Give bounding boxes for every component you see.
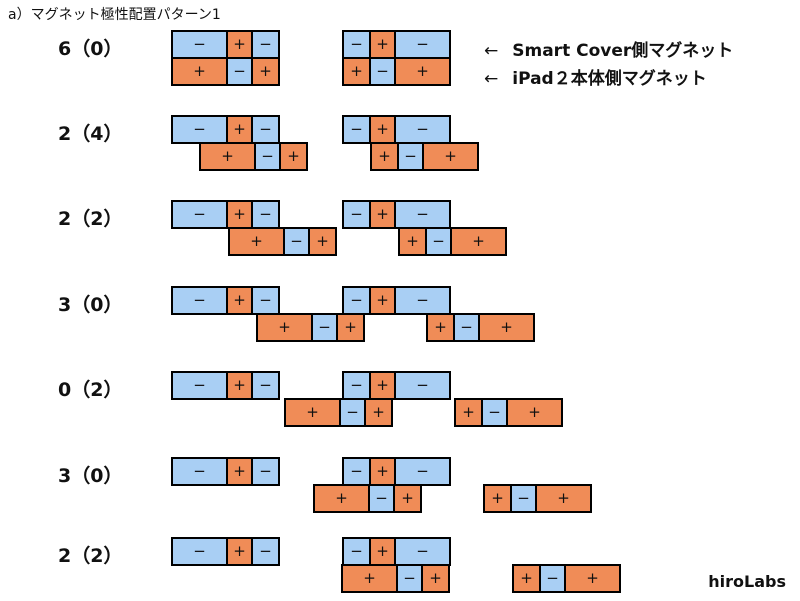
magnet-body-left-seg: + — [336, 313, 365, 342]
magnet-body-left-seg: + — [341, 564, 398, 593]
magnet-cover-right-seg: + — [369, 200, 396, 229]
row-label: 0（2） — [58, 379, 123, 401]
magnet-body-left-seg: − — [311, 313, 338, 342]
magnet-cover-right-seg: − — [342, 30, 371, 59]
magnet-body-right-seg: + — [394, 57, 451, 86]
magnet-body-left-seg: + — [171, 57, 228, 86]
magnet-cover-right-seg: − — [342, 537, 371, 566]
magnet-body-left-seg: + — [313, 484, 370, 513]
magnet-body-left-seg: + — [421, 564, 450, 593]
magnet-body-right-seg: − — [397, 142, 424, 171]
magnet-cover-right-seg: + — [369, 371, 396, 400]
magnet-body-left-seg: + — [279, 142, 308, 171]
magnet-body-left-seg: − — [396, 564, 423, 593]
magnet-body-right-seg: − — [510, 484, 537, 513]
magnet-cover-left-seg: − — [171, 200, 228, 229]
brand-logo: hiroLabs — [708, 572, 786, 591]
magnet-cover-right-seg: − — [394, 30, 451, 59]
magnet-body-right-seg: + — [370, 142, 399, 171]
arrow-left-icon: ← — [484, 41, 499, 61]
magnet-cover-right-seg: − — [342, 371, 371, 400]
magnet-body-right-seg: + — [426, 313, 455, 342]
magnet-cover-left-seg: + — [226, 371, 253, 400]
magnet-body-left-seg: + — [308, 227, 337, 256]
magnet-body-left-seg: + — [256, 313, 313, 342]
magnet-body-right-seg: + — [506, 398, 563, 427]
magnet-cover-right-seg: + — [369, 30, 396, 59]
magnet-cover-right-seg: − — [394, 457, 451, 486]
magnet-body-right-seg: + — [342, 57, 371, 86]
magnet-body-right-seg: + — [535, 484, 592, 513]
magnet-body-right-seg: − — [425, 227, 452, 256]
row-label: 2（2） — [58, 208, 123, 230]
magnet-cover-left-seg: − — [251, 371, 280, 400]
magnet-body-left-seg: + — [393, 484, 422, 513]
row-label: 2（2） — [58, 545, 123, 567]
magnet-body-left-seg: + — [228, 227, 285, 256]
magnet-cover-right-seg: − — [394, 200, 451, 229]
magnet-body-left-seg: + — [284, 398, 341, 427]
magnet-body-left-seg: − — [226, 57, 253, 86]
magnet-cover-right-seg: + — [369, 457, 396, 486]
magnet-body-right-seg: + — [450, 227, 507, 256]
diagram-title: a）マグネット極性配置パターン1 — [8, 7, 221, 23]
magnet-cover-left-seg: + — [226, 286, 253, 315]
magnet-body-left-seg: + — [251, 57, 280, 86]
magnet-cover-right-seg: − — [342, 115, 371, 144]
magnet-cover-left-seg: − — [251, 30, 280, 59]
magnet-cover-right-seg: + — [369, 115, 396, 144]
magnet-body-left-seg: + — [364, 398, 393, 427]
magnet-body-right-seg: − — [539, 564, 566, 593]
magnet-cover-right-seg: − — [394, 537, 451, 566]
magnet-cover-left-seg: − — [251, 457, 280, 486]
legend-body: ← iPad２本体側マグネット — [484, 64, 707, 89]
magnet-body-right-seg: − — [481, 398, 508, 427]
magnet-cover-right-seg: − — [342, 200, 371, 229]
magnet-body-right-seg: − — [369, 57, 396, 86]
magnet-body-right-seg: + — [512, 564, 541, 593]
magnet-cover-left-seg: − — [251, 286, 280, 315]
magnet-body-right-seg: + — [564, 564, 621, 593]
magnet-cover-right-seg: − — [342, 457, 371, 486]
magnet-cover-left-seg: + — [226, 537, 253, 566]
row-label: 3（0） — [58, 294, 123, 316]
magnet-cover-left-seg: − — [251, 115, 280, 144]
magnet-cover-right-seg: − — [342, 286, 371, 315]
magnet-cover-left-seg: − — [251, 537, 280, 566]
magnet-cover-left-seg: − — [171, 371, 228, 400]
magnet-cover-left-seg: − — [251, 200, 280, 229]
magnet-body-left-seg: − — [368, 484, 395, 513]
magnet-cover-left-seg: + — [226, 457, 253, 486]
magnet-cover-left-seg: + — [226, 115, 253, 144]
magnet-cover-right-seg: + — [369, 537, 396, 566]
magnet-cover-left-seg: − — [171, 457, 228, 486]
magnet-body-right-seg: + — [454, 398, 483, 427]
arrow-left-icon: ← — [484, 69, 499, 89]
magnet-body-right-seg: + — [398, 227, 427, 256]
magnet-cover-right-seg: − — [394, 115, 451, 144]
row-label: 6（0） — [58, 38, 123, 60]
magnet-body-left-seg: − — [283, 227, 310, 256]
magnet-cover-left-seg: − — [171, 115, 228, 144]
magnet-cover-right-seg: + — [369, 286, 396, 315]
magnet-cover-left-seg: − — [171, 537, 228, 566]
magnet-cover-left-seg: − — [171, 30, 228, 59]
magnet-body-left-seg: − — [254, 142, 281, 171]
magnet-body-right-seg: + — [422, 142, 479, 171]
magnet-cover-left-seg: − — [171, 286, 228, 315]
magnet-body-left-seg: − — [339, 398, 366, 427]
legend-body-text: iPad２本体側マグネット — [512, 69, 707, 89]
legend-cover: ← Smart Cover側マグネット — [484, 36, 733, 61]
magnet-cover-right-seg: − — [394, 371, 451, 400]
magnet-body-right-seg: − — [453, 313, 480, 342]
magnet-cover-left-seg: + — [226, 30, 253, 59]
magnet-cover-right-seg: − — [394, 286, 451, 315]
row-label: 2（4） — [58, 123, 123, 145]
magnet-body-right-seg: + — [478, 313, 535, 342]
row-label: 3（0） — [58, 465, 123, 487]
magnet-body-left-seg: + — [199, 142, 256, 171]
magnet-body-right-seg: + — [483, 484, 512, 513]
magnet-cover-left-seg: + — [226, 200, 253, 229]
legend-cover-text: Smart Cover側マグネット — [512, 41, 734, 61]
